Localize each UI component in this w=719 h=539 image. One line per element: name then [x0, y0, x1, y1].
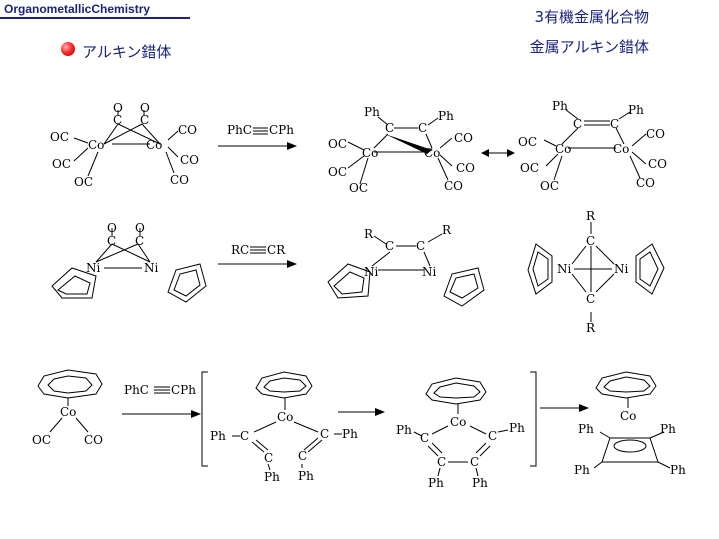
atom-c: C [418, 121, 427, 135]
atom-co-metal: Co [277, 410, 293, 424]
substituent-ph: Ph [578, 422, 594, 436]
reagent-left: PhC [124, 383, 149, 397]
ligand-co: CO [648, 157, 667, 171]
ligand-co: CO [178, 123, 197, 137]
atom-ni: Ni [557, 262, 572, 276]
substituent-r: R [364, 227, 374, 241]
atom-c: C [135, 234, 144, 248]
ligand-co: CO [444, 179, 463, 193]
atom-ni: Ni [86, 261, 101, 275]
ligand-co: CO [636, 176, 655, 190]
atom-c: C [264, 451, 273, 465]
atom-ni: Ni [144, 261, 159, 275]
ligand-oc: OC [328, 137, 347, 151]
substituent-ph: Ph [628, 103, 644, 117]
header-underline [0, 17, 190, 19]
reagent-left: PhC [227, 123, 252, 137]
atom-c: C [586, 234, 595, 248]
atom-co-metal: Co [146, 138, 162, 152]
atom-co-metal: Co [613, 142, 629, 156]
ligand-oc: OC [520, 161, 539, 175]
atom-co-metal: Co [555, 142, 571, 156]
substituent-ph: Ph [670, 463, 686, 477]
substituent-ph: Ph [210, 429, 226, 443]
chapter-title: 3有機金属化合物 [534, 8, 649, 26]
ligand-co: CO [84, 433, 103, 447]
atom-ni: Ni [422, 265, 437, 279]
ligand-co: CO [456, 161, 475, 175]
atom-c: C [420, 431, 429, 445]
atom-c: C [488, 429, 497, 443]
substituent-ph: Ph [472, 476, 488, 490]
atom-co-metal: Co [620, 409, 636, 423]
substituent-r: R [442, 223, 452, 237]
ligand-co: CO [454, 131, 473, 145]
atom-c: C [385, 121, 394, 135]
atom-o: O [135, 221, 145, 235]
substituent-ph: Ph [298, 469, 314, 483]
ligand-oc: OC [518, 135, 537, 149]
substituent-r: R [586, 209, 596, 223]
reagent-right: CR [267, 243, 286, 257]
substituent-ph: Ph [364, 105, 380, 119]
atom-o: O [113, 101, 123, 115]
substituent-ph: Ph [552, 99, 568, 113]
substituent-ph: Ph [574, 463, 590, 477]
course-title: OrganometallicChemistry [4, 2, 151, 16]
substituent-ph: Ph [264, 470, 280, 484]
reagent-right: CPh [269, 123, 294, 137]
substituent-ph: Ph [342, 427, 358, 441]
atom-c: C [573, 117, 582, 131]
atom-co-metal: Co [424, 146, 440, 160]
atom-o: O [107, 221, 117, 235]
atom-o: O [140, 101, 150, 115]
ligand-oc: OC [74, 175, 93, 189]
substituent-ph: Ph [396, 423, 412, 437]
atom-c: C [140, 113, 149, 127]
ligand-co: CO [170, 173, 189, 187]
ligand-oc: OC [50, 130, 69, 144]
substituent-ph: Ph [428, 476, 444, 490]
atom-ni: Ni [364, 265, 379, 279]
atom-co-metal: Co [60, 405, 76, 419]
atom-c: C [320, 427, 329, 441]
substituent-r: R [586, 321, 596, 335]
atom-c: C [470, 455, 479, 469]
atom-c: C [113, 113, 122, 127]
ligand-oc: OC [328, 165, 347, 179]
ligand-oc: OC [349, 181, 368, 195]
reagent-right: CPh [171, 383, 196, 397]
substituent-ph: Ph [509, 421, 525, 435]
ligand-co: CO [646, 127, 665, 141]
atom-c: C [610, 117, 619, 131]
section-heading-left: アルキン錯体 [82, 43, 172, 61]
substituent-ph: Ph [438, 109, 454, 123]
atom-co-metal: Co [450, 415, 466, 429]
atom-c: C [586, 292, 595, 306]
reagent-left: RC [231, 243, 249, 257]
ligand-oc: OC [32, 433, 51, 447]
atom-c: C [416, 239, 425, 253]
ligand-oc: OC [540, 179, 559, 193]
section-heading-right: 金属アルキン錯体 [529, 38, 649, 56]
substituent-ph: Ph [660, 422, 676, 436]
atom-c: C [385, 239, 394, 253]
atom-c: C [240, 429, 249, 443]
atom-c: C [298, 449, 307, 463]
ligand-oc: OC [52, 157, 71, 171]
atom-co-metal: Co [88, 138, 104, 152]
atom-ni: Ni [614, 262, 629, 276]
ligand-co: CO [180, 153, 199, 167]
atom-c: C [107, 234, 116, 248]
atom-c: C [437, 455, 446, 469]
red-bullet-icon [61, 42, 75, 56]
atom-co-metal: Co [362, 146, 378, 160]
